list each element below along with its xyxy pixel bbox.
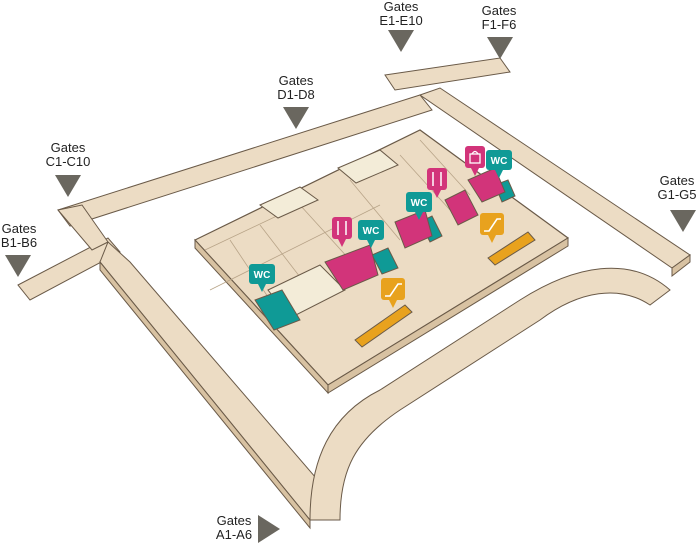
gate-label-word: Gates (659, 173, 695, 188)
gate-marker-f[interactable] (487, 37, 513, 59)
gate-label-word: Gates (50, 140, 86, 155)
escalators (354, 231, 536, 348)
restroom-label: WC (254, 270, 271, 281)
gate-label-c: Gates C1-C10 (40, 141, 96, 169)
concourse-ab (17, 237, 336, 530)
restroom-icon[interactable]: WC (249, 264, 275, 292)
escalator-icon[interactable] (381, 278, 405, 308)
gate-label-range: B1-B6 (0, 235, 38, 250)
gate-label-e: Gates E1-E10 (373, 0, 429, 28)
gate-label-a: Gates A1-A6 (212, 514, 256, 542)
restroom-icon[interactable]: WC (486, 150, 512, 178)
gate-label-word: Gates (383, 0, 419, 14)
concourse-cd (57, 94, 433, 251)
gate-label-range: C1-C10 (45, 154, 91, 169)
gate-label-word: Gates (1, 221, 37, 236)
gate-label-word: Gates (278, 73, 314, 88)
restaurant-block-1 (324, 244, 379, 291)
escalator-icon[interactable] (480, 213, 504, 243)
shopping-bag-icon[interactable] (465, 146, 485, 176)
gate-label-d: Gates D1-D8 (272, 74, 320, 102)
gate-marker-b[interactable] (5, 255, 31, 277)
gate-label-f: Gates F1-F6 (474, 4, 524, 32)
gate-label-word: Gates (216, 513, 252, 528)
gate-label-b: Gates B1-B6 (0, 222, 38, 250)
gate-label-range: D1-D8 (277, 87, 315, 102)
escalator-2 (487, 231, 536, 266)
building-2 (337, 149, 399, 184)
escalator-pins (381, 213, 504, 308)
restroom-block-1 (254, 289, 301, 331)
restaurant-icon[interactable] (427, 168, 447, 198)
terminal-buildings (254, 149, 516, 331)
gate-label-g: Gates G1-G5 (654, 174, 700, 202)
pier-b (17, 237, 121, 301)
gate-label-range: A1-A6 (215, 527, 253, 542)
pier-e-f (384, 57, 511, 91)
restaurant-block-2 (394, 209, 433, 249)
restroom-block-2 (371, 247, 399, 275)
gate-label-word: Gates (481, 3, 517, 18)
building-1 (259, 186, 319, 219)
restaurant-icon[interactable] (332, 217, 352, 247)
gate-marker-a[interactable] (258, 515, 280, 543)
restroom-label: WC (491, 156, 508, 167)
restroom-icon[interactable]: WC (406, 192, 432, 220)
restaurant-pins (332, 168, 447, 247)
pier-c-end (57, 204, 109, 251)
gate-markers (5, 30, 696, 543)
escalator-1 (354, 304, 413, 348)
restroom-label: WC (363, 226, 380, 237)
gate-label-range: G1-G5 (657, 187, 697, 202)
gate-label-range: E1-E10 (379, 13, 423, 28)
restroom-icon[interactable]: WC (358, 220, 384, 248)
restroom-label: WC (411, 198, 428, 209)
gate-marker-e[interactable] (388, 30, 414, 52)
gate-marker-g[interactable] (670, 210, 696, 232)
gate-marker-c[interactable] (55, 175, 81, 197)
restaurant-block-4 (467, 167, 506, 203)
gate-label-range: F1-F6 (481, 17, 517, 32)
roadway (309, 267, 671, 521)
concourse-efg (384, 57, 691, 278)
pier-c-d (57, 94, 433, 227)
restaurant-block-3 (444, 189, 479, 226)
restroom-pins: WC WC WC WC (249, 150, 512, 292)
gate-marker-d[interactable] (283, 107, 309, 129)
